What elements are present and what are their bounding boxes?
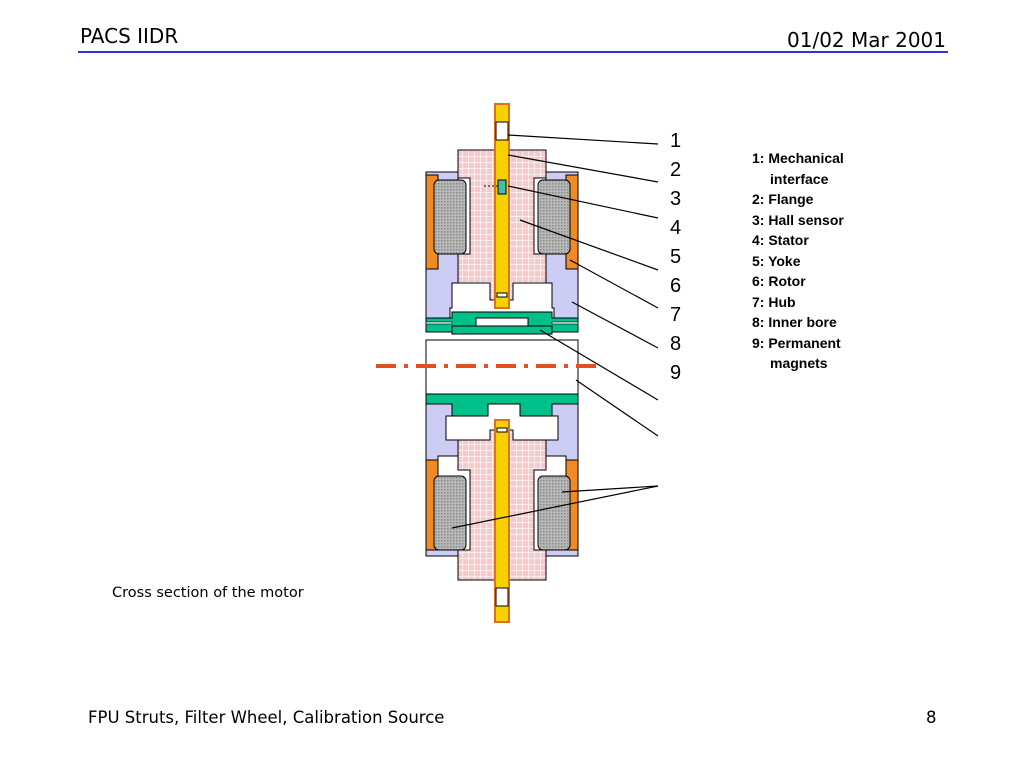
presentation-title: PACS IIDR: [80, 24, 179, 48]
magnet-upper-left: [433, 179, 467, 255]
callout-1: 1: [670, 130, 681, 152]
upper-half: [425, 103, 579, 335]
magnet-lower-right: [537, 475, 571, 551]
legend-item-3: 3: Hall sensor: [752, 211, 844, 228]
legend-item-9-cont: magnets: [770, 355, 828, 371]
legend-item-1: 1: Mechanical: [752, 150, 844, 166]
footer-text: FPU Struts, Filter Wheel, Calibration So…: [88, 708, 445, 727]
callout-3: 3: [670, 188, 681, 210]
callout-8: 8: [670, 333, 681, 355]
callout-4: 4: [670, 217, 681, 239]
legend-item-4: 4: Stator: [752, 232, 809, 248]
callout-numbers: 1 2 3 4 5 6 7 8 9: [670, 130, 681, 384]
presentation-date: 01/02 Mar 2001: [787, 28, 946, 52]
legend-item-9: 9: Permanent: [752, 334, 841, 351]
callout-2: 2: [670, 159, 681, 181]
lower-half: [425, 393, 579, 623]
callout-5: 5: [670, 246, 681, 268]
hall-sensor: [497, 179, 507, 195]
leader-lines: [451, 134, 659, 529]
page-number: 8: [926, 708, 937, 727]
legend-item-2: 2: Flange: [752, 191, 814, 207]
header-divider: [78, 51, 948, 53]
magnet-lower-left: [433, 475, 467, 551]
parts-legend: 1: Mechanical interface 2: Flange 3: Hal…: [752, 148, 844, 374]
legend-item-6: 6: Rotor: [752, 273, 806, 289]
legend-item-8: 8: Inner bore: [752, 314, 837, 330]
shaft-lower: [494, 419, 510, 623]
figure-caption: Cross section of the motor: [112, 585, 304, 601]
shaft-upper: [494, 103, 510, 309]
magnet-upper-right: [537, 179, 571, 255]
mechanical-interface-upper: [495, 121, 509, 141]
legend-item-5: 5: Yoke: [752, 252, 801, 269]
legend-item-7: 7: Hub: [752, 293, 796, 310]
callout-6: 6: [670, 275, 681, 297]
legend-item-1-cont: interface: [770, 170, 829, 187]
callout-9: 9: [670, 362, 681, 384]
callout-7: 7: [670, 304, 681, 326]
mechanical-interface-lower: [495, 587, 509, 607]
